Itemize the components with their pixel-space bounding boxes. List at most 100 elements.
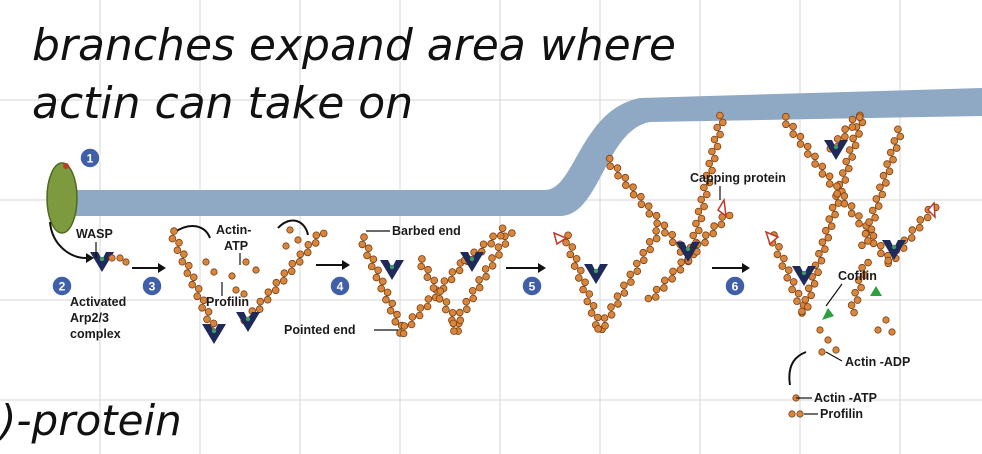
actin-subunit bbox=[677, 258, 685, 267]
actin-subunit bbox=[369, 255, 378, 264]
actin-monomer bbox=[882, 316, 890, 324]
plasma-membrane bbox=[58, 88, 982, 216]
actin-subunit bbox=[781, 112, 790, 121]
actin-subunit bbox=[173, 246, 182, 255]
actin-subunit bbox=[652, 227, 660, 235]
actin-subunit bbox=[178, 257, 187, 266]
actin-monomer bbox=[818, 348, 826, 356]
arp-highlight bbox=[211, 328, 217, 334]
actin-subunit bbox=[594, 325, 602, 333]
step-number: 1 bbox=[87, 152, 94, 166]
actin-subunit bbox=[442, 298, 451, 306]
arp-highlight bbox=[593, 268, 599, 274]
label-barbed-end: Barbed end bbox=[392, 224, 461, 238]
actin-subunit bbox=[469, 294, 478, 303]
label-arp23: Arp2/3 bbox=[70, 311, 109, 325]
actin-subunit bbox=[574, 274, 583, 282]
actin-subunit bbox=[851, 288, 859, 297]
label-actin-adp: Actin -ADP bbox=[845, 355, 910, 369]
arp-highlight bbox=[801, 270, 807, 276]
actin-subunit bbox=[867, 225, 876, 234]
cofilin-icon bbox=[822, 308, 834, 320]
actin-subunit bbox=[855, 130, 863, 138]
actin-subunit bbox=[498, 224, 507, 233]
capping-protein-markers bbox=[552, 197, 936, 246]
actin-subunit bbox=[388, 299, 397, 308]
actin-subunit bbox=[652, 234, 661, 243]
handwritten-note-line1: branches expand area where bbox=[32, 20, 676, 71]
actin-subunit bbox=[620, 289, 629, 297]
actin-subunit bbox=[923, 213, 932, 222]
actin-subunit bbox=[817, 256, 826, 265]
arp-highlight bbox=[891, 244, 897, 250]
actin-subunit bbox=[482, 272, 490, 281]
actin-subunit bbox=[725, 211, 734, 220]
actin-subunit bbox=[393, 310, 401, 319]
actin-subunit bbox=[256, 297, 265, 306]
actin-subunit bbox=[424, 295, 433, 303]
actin-subunit bbox=[811, 152, 819, 161]
actin-subunit bbox=[408, 313, 417, 321]
actin-subunit bbox=[501, 240, 510, 248]
actin-subunit bbox=[702, 171, 711, 180]
actin-subunit bbox=[848, 115, 857, 124]
actin-subunit bbox=[606, 162, 614, 171]
actin-subunit bbox=[364, 244, 373, 253]
actin-subunit bbox=[188, 280, 197, 289]
actin-subunit bbox=[209, 319, 218, 328]
actin-subunit bbox=[801, 295, 810, 304]
actin-subunit bbox=[825, 215, 833, 223]
actin-subunit bbox=[847, 209, 856, 218]
actin-subunit bbox=[417, 262, 426, 271]
actin-subunit bbox=[429, 284, 438, 292]
actin-subunit bbox=[185, 261, 193, 270]
actin-subunit bbox=[878, 190, 887, 199]
actin-subunit bbox=[708, 147, 716, 156]
actin-subunit bbox=[716, 111, 724, 120]
step-circle bbox=[521, 275, 543, 297]
actin-subunit bbox=[415, 311, 424, 320]
actin-subunit bbox=[372, 273, 381, 282]
actin-subunit bbox=[589, 301, 598, 310]
actin-subunit bbox=[632, 259, 641, 268]
actin-subunit bbox=[884, 256, 893, 265]
actin-subunit bbox=[462, 297, 471, 306]
actin-subunit bbox=[818, 162, 827, 171]
actin-subunit bbox=[280, 269, 289, 278]
actin-subunit bbox=[386, 306, 395, 315]
atp-join-arrow bbox=[174, 225, 211, 239]
actin-subunit bbox=[462, 305, 471, 314]
actin-subunit bbox=[272, 278, 281, 287]
actin-subunit bbox=[203, 315, 211, 324]
actin-subunit bbox=[449, 319, 458, 328]
actin-subunit bbox=[296, 250, 305, 259]
actin-subunit bbox=[824, 233, 833, 242]
actin-subunit bbox=[869, 232, 878, 240]
actin-subunit bbox=[383, 288, 392, 297]
label-capping-protein: Capping protein bbox=[690, 171, 786, 185]
actin-subunit bbox=[833, 135, 842, 143]
actin-subunit bbox=[626, 270, 635, 279]
actin-subunit bbox=[803, 142, 812, 151]
actin-subunit bbox=[669, 267, 677, 276]
actin-subunit bbox=[456, 316, 465, 325]
label-complex: complex bbox=[70, 327, 121, 341]
label-profilin-mid: Profilin bbox=[206, 295, 249, 309]
actin-subunit bbox=[838, 169, 847, 177]
actin-subunit bbox=[652, 211, 661, 220]
actin-subunit bbox=[825, 180, 834, 188]
actin-subunit bbox=[818, 238, 827, 247]
actin-subunit bbox=[821, 245, 829, 254]
actin-subunit bbox=[568, 243, 577, 251]
actin-subunit bbox=[495, 251, 503, 259]
actin-subunit bbox=[775, 243, 783, 251]
actin-subunit bbox=[825, 172, 834, 181]
step-circle bbox=[141, 275, 163, 297]
actin-subunit bbox=[621, 173, 630, 182]
actin-subunit bbox=[831, 210, 839, 219]
actin-subunit bbox=[587, 309, 596, 317]
actin-subunit bbox=[645, 210, 654, 218]
actin-subunit bbox=[877, 249, 885, 258]
